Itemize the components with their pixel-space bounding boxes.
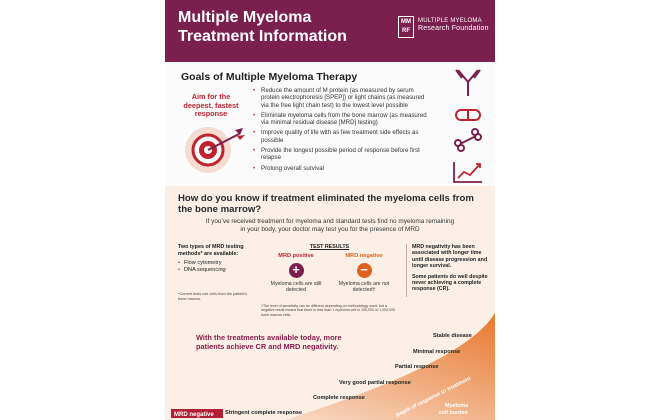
antibody-icon bbox=[455, 69, 481, 96]
level-label: Complete response bbox=[313, 395, 365, 401]
goal-item: Improve quality of life with as few trea… bbox=[253, 129, 431, 144]
trend-chart-icon bbox=[453, 162, 482, 183]
level-label: Stringent complete response bbox=[225, 410, 302, 416]
method-item: Flow cytometry bbox=[178, 260, 256, 267]
goals-list: Reduce the amount of M protein (as measu… bbox=[253, 87, 431, 175]
org-name: MULTIPLE MYELOMA Research Foundation bbox=[418, 17, 489, 33]
level-label: Very good partial response bbox=[339, 380, 411, 386]
level-label: MRD negative bbox=[174, 412, 214, 418]
level-label: Stable disease bbox=[433, 333, 472, 339]
response-wedge bbox=[165, 313, 495, 420]
logo-mark-bottom: RF bbox=[402, 28, 410, 34]
positive-label: MRD positive bbox=[278, 253, 314, 259]
mrd-negative-result: MRD negative − Myeloma cells are not det… bbox=[331, 253, 397, 294]
significance-text-1: MRD negativity has been associated with … bbox=[412, 244, 488, 270]
mrd-significance: MRD negativity has been associated with … bbox=[406, 244, 492, 297]
burden-line-1: Myeloma bbox=[445, 403, 469, 409]
target-icon bbox=[185, 127, 245, 173]
test-results: TEST RESULTS MRD positive + Myeloma cell… bbox=[261, 244, 398, 317]
title-line-1: Multiple Myeloma bbox=[178, 9, 312, 26]
mrd-intro: If you’ve received treatment for myeloma… bbox=[205, 218, 455, 233]
info-sheet: Multiple Myeloma Treatment Information M… bbox=[165, 0, 495, 420]
goal-item: Reduce the amount of M protein (as measu… bbox=[253, 87, 431, 109]
level-label: Partial response bbox=[395, 364, 439, 370]
positive-text: Myeloma cells are still detected bbox=[270, 281, 322, 294]
results-title: TEST RESULTS bbox=[309, 244, 350, 250]
method-item: DNA sequencing bbox=[178, 267, 256, 274]
org-name-line-2: Research Foundation bbox=[418, 25, 489, 32]
decorative-icons bbox=[450, 66, 486, 191]
goal-item: Provide the longest possible period of r… bbox=[253, 147, 431, 162]
response-staircase: MRD negative Stringent complete response… bbox=[165, 313, 495, 420]
negative-text: Myeloma cells are not detected† bbox=[338, 281, 390, 294]
mrd-question: How do you know if treatment eliminated … bbox=[178, 193, 474, 215]
level-label: Minimal response bbox=[413, 349, 460, 355]
mmrf-logo-icon: MM RF bbox=[398, 16, 414, 38]
bone-icon bbox=[454, 128, 482, 152]
pill-icon bbox=[455, 109, 481, 121]
burden-line-2: cell burden bbox=[439, 410, 468, 416]
org-name-line-1: MULTIPLE MYELOMA bbox=[418, 18, 482, 24]
medical-icons bbox=[453, 69, 482, 183]
goal-item: Prolong overall survival bbox=[253, 165, 431, 173]
goals-section: Goals of Multiple Myeloma Therapy Aim fo… bbox=[165, 62, 495, 186]
aim-line-2: deepest, fastest bbox=[183, 100, 239, 110]
aim-callout: Aim for the deepest, fastest response bbox=[183, 92, 239, 119]
results-footnote: †The level of sensitivity can be differe… bbox=[261, 304, 396, 317]
logo-mark-top: MM bbox=[401, 19, 411, 25]
level-mrd-negative bbox=[171, 409, 223, 418]
mrd-section: How do you know if treatment eliminated … bbox=[165, 186, 495, 420]
closing-statement: With the treatments available today, mor… bbox=[196, 333, 342, 351]
methods-footnote: *Current tests use cells from the patien… bbox=[178, 292, 248, 301]
goals-heading: Goals of Multiple Myeloma Therapy bbox=[181, 71, 358, 83]
methods-lead: Two types of MRD testing methods* are av… bbox=[178, 244, 244, 257]
plus-icon: + bbox=[288, 263, 304, 278]
methods-list: Flow cytometry DNA sequencing bbox=[178, 260, 256, 274]
aim-line-3: response bbox=[194, 109, 228, 118]
significance-text-2: Some patients do well despite never achi… bbox=[412, 273, 488, 293]
title-line-2: Treatment Information bbox=[178, 28, 347, 45]
negative-label: MRD negative bbox=[345, 253, 383, 259]
aim-line-1: Aim for the bbox=[191, 92, 231, 101]
goal-item: Eliminate myeloma cells from the bone ma… bbox=[253, 112, 431, 127]
page-title: Multiple Myeloma Treatment Information bbox=[178, 8, 347, 46]
mrd-positive-result: MRD positive + Myeloma cells are still d… bbox=[263, 253, 329, 294]
header-banner: Multiple Myeloma Treatment Information M… bbox=[165, 0, 495, 62]
minus-icon: − bbox=[356, 263, 372, 278]
testing-methods: Two types of MRD testing methods* are av… bbox=[178, 244, 256, 301]
